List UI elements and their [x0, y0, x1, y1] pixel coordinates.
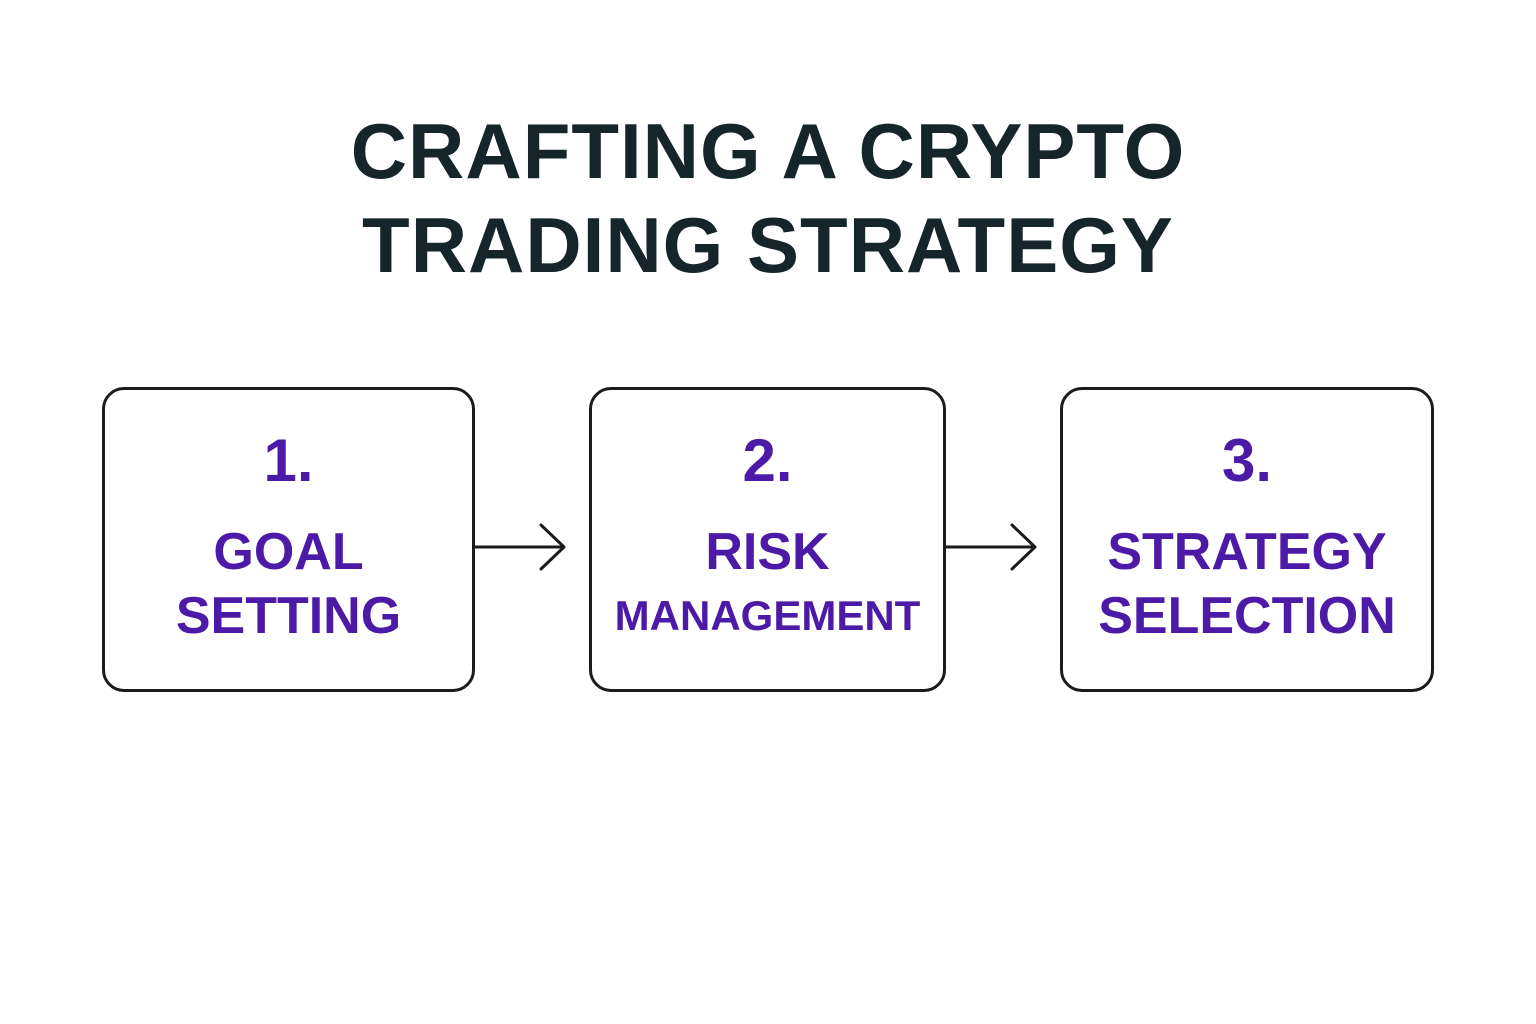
step-label: RISK MANAGEMENT	[592, 520, 943, 648]
step-number: 3.	[1221, 427, 1273, 494]
step-box-goal-setting: 1. GOAL SETTING	[102, 387, 475, 692]
step-box-strategy-selection: 3. STRATEGY SELECTION	[1060, 387, 1434, 692]
step-label-line-2: SELECTION	[1098, 587, 1396, 645]
step-number: 2.	[742, 427, 793, 494]
step-label-line-1: RISK	[705, 523, 830, 581]
arrow-right-icon	[946, 523, 1037, 571]
title-line-1: CRAFTING A CRYPTO	[350, 107, 1186, 195]
step-label-line-2: MANAGEMENT	[614, 592, 921, 639]
diagram-title: CRAFTING A CRYPTO TRADING STRATEGY	[0, 104, 1536, 292]
step-number: 1.	[263, 427, 314, 494]
step-label-line-2: SETTING	[175, 587, 402, 645]
step-box-risk-management: 2. RISK MANAGEMENT	[589, 387, 946, 692]
step-label-line-1: GOAL	[213, 523, 364, 581]
step-label: GOAL SETTING	[105, 520, 472, 648]
step-label-line-1: STRATEGY	[1107, 523, 1387, 581]
title-line-2: TRADING STRATEGY	[362, 201, 1174, 289]
step-label: STRATEGY SELECTION	[1063, 520, 1431, 648]
arrow-right-icon	[475, 523, 566, 571]
